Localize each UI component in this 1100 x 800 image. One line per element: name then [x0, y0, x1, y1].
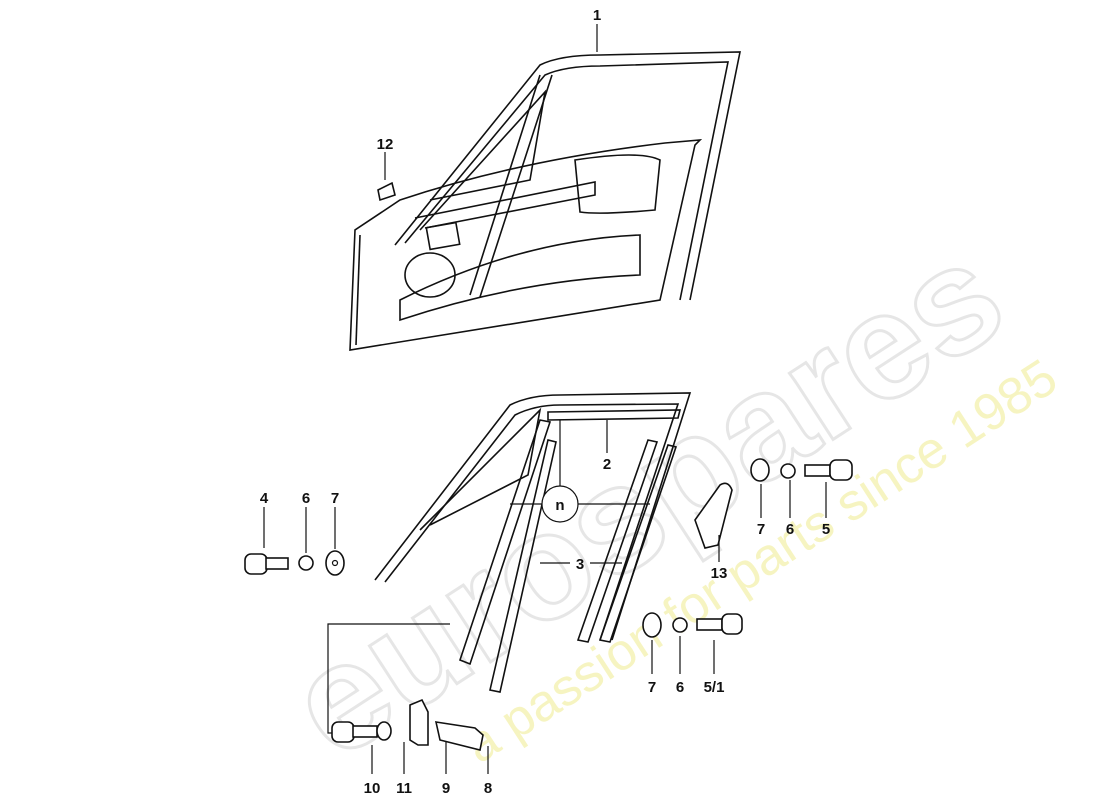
window-frame: [374, 392, 692, 693]
callout-7b: 7: [757, 521, 765, 538]
callout-5: 5: [822, 521, 830, 538]
callout-6a: 6: [302, 490, 310, 507]
callout-8: 8: [484, 780, 492, 797]
callout-5-1: 5/1: [704, 679, 725, 696]
callout-6b: 6: [786, 521, 794, 538]
callout-4: 4: [260, 490, 269, 507]
bolt-5: [804, 464, 831, 477]
callout-7a: 7: [331, 490, 339, 507]
callout-9: 9: [442, 780, 450, 797]
callout-13: 13: [711, 565, 728, 582]
washer-7c: [642, 612, 662, 638]
part-12: [377, 181, 396, 202]
callout-10: 10: [364, 780, 381, 797]
callout-labels: 1 12 2 3 n 4 6 7 7 6 5 13 7 6 5/1 10 11 …: [260, 7, 830, 797]
callout-7c: 7: [648, 679, 656, 696]
hardware: [244, 458, 853, 751]
washer-7b: [750, 458, 770, 482]
plate-13: [694, 482, 733, 549]
spring-washer-6b: [780, 463, 796, 479]
spring-washer-11: [376, 721, 392, 741]
bracket-9: [409, 698, 429, 746]
bolt-10: [331, 721, 355, 743]
bracket-8: [434, 721, 484, 751]
callout-12: 12: [377, 136, 394, 153]
spring-washer-6c: [672, 617, 688, 633]
washer-7: [325, 550, 345, 576]
callout-2: 2: [603, 456, 611, 473]
bolt-5-1: [696, 618, 723, 631]
spring-washer-6: [298, 555, 314, 571]
callout-3: 3: [576, 556, 584, 573]
door-assembly: [349, 51, 741, 351]
callout-n: n: [555, 497, 564, 514]
leader-lines: [263, 24, 827, 774]
callout-11: 11: [396, 780, 412, 797]
callout-1: 1: [593, 7, 601, 24]
callout-6c: 6: [676, 679, 684, 696]
bolt-4: [244, 553, 268, 575]
